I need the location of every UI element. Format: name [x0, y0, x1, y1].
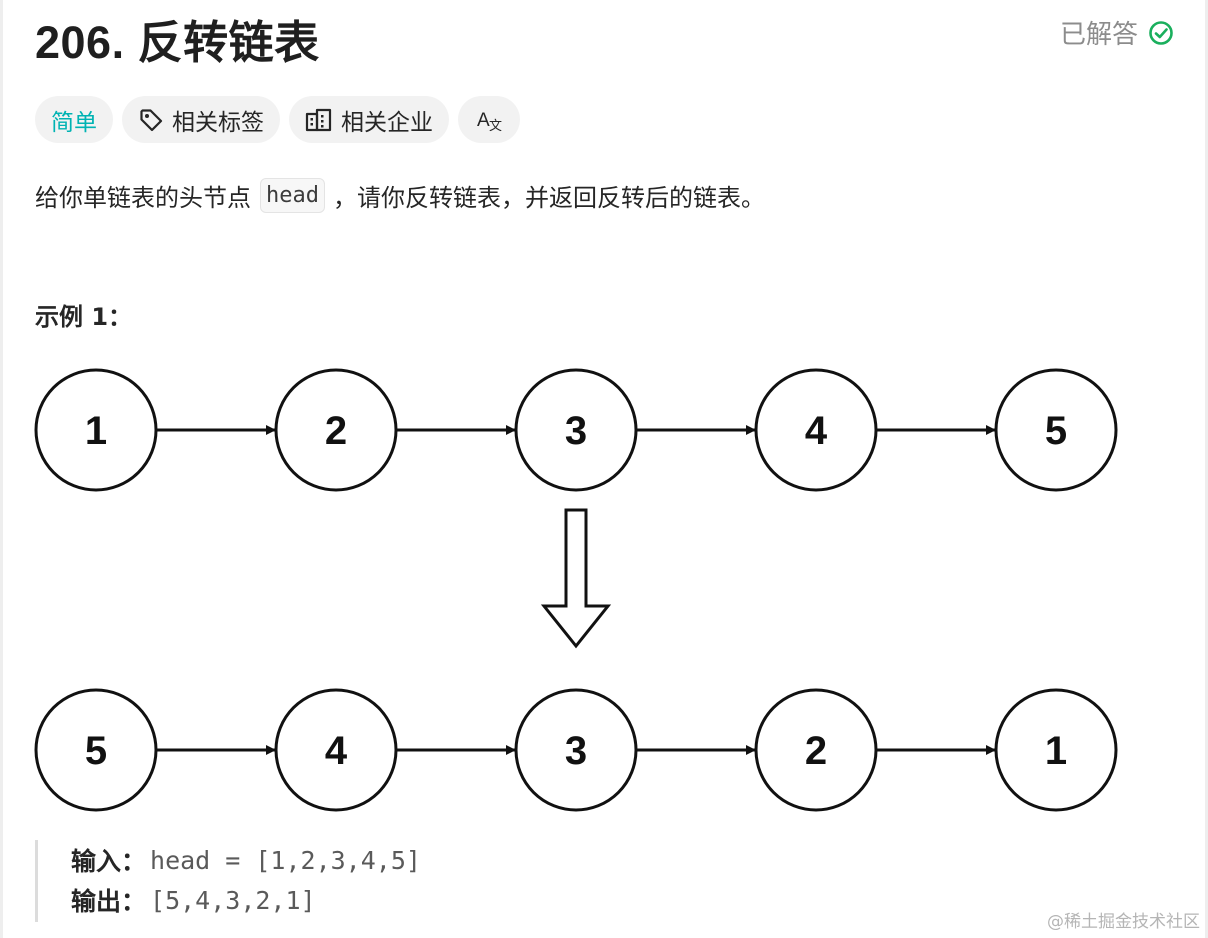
- before-node-4: 4: [754, 368, 878, 492]
- list-before-row: 1 2 3 4 5: [34, 368, 1118, 492]
- related-companies-label: 相关企业: [341, 109, 433, 136]
- before-node-1: 1: [34, 368, 158, 492]
- list-after-row: 5 4 3 2 1: [34, 688, 1118, 812]
- translate-button[interactable]: A 文: [458, 96, 520, 143]
- code-head: head: [260, 178, 325, 213]
- input-value: head = [1,2,3,4,5]: [150, 845, 421, 875]
- description-text-after: ，请你反转链表，并返回反转后的链表。: [332, 184, 765, 212]
- tag-icon: [138, 107, 164, 133]
- after-node-2: 4: [274, 688, 398, 812]
- node-value: 1: [85, 409, 107, 453]
- svg-text:文: 文: [489, 119, 502, 133]
- after-node-1: 5: [34, 688, 158, 812]
- node-value: 3: [565, 729, 587, 773]
- node-value: 2: [325, 409, 347, 453]
- example-title: 示例 1：: [35, 303, 133, 331]
- tag-bar: 简单 相关标签 相关企业 A 文: [35, 96, 520, 143]
- check-circle-icon: [1148, 20, 1174, 46]
- output-label: 输出：: [71, 887, 147, 916]
- building-icon: [305, 107, 333, 133]
- related-companies-button[interactable]: 相关企业: [289, 96, 449, 143]
- related-tags-button[interactable]: 相关标签: [122, 96, 280, 143]
- node-value: 5: [85, 729, 107, 773]
- solved-status: 已解答: [1060, 14, 1174, 51]
- difficulty-label: 简单: [51, 109, 97, 136]
- example-io: 输入： head = [1,2,3,4,5] 输出： [5,4,3,2,1]: [35, 840, 635, 922]
- translate-icon: A 文: [475, 107, 503, 133]
- after-node-3: 3: [514, 688, 638, 812]
- node-circle: [994, 368, 1118, 492]
- node-value: 5: [1045, 409, 1067, 453]
- node-value: 4: [325, 729, 348, 773]
- input-line: 输入： head = [1,2,3,4,5]: [71, 840, 635, 880]
- output-value: [5,4,3,2,1]: [150, 885, 316, 915]
- problem-description: 给你单链表的头节点 head ，请你反转链表，并返回反转后的链表。: [35, 178, 765, 213]
- output-line: 输出： [5,4,3,2,1]: [71, 880, 635, 920]
- watermark: @稀土掘金技术社区: [1047, 912, 1200, 932]
- node-value: 2: [805, 729, 827, 773]
- node-circle: [994, 688, 1118, 812]
- svg-text:A: A: [477, 110, 490, 131]
- linked-list-diagram: 1 2 3 4 5 5 4 3 2 1: [34, 368, 1118, 812]
- page-left-border: [0, 0, 3, 938]
- related-tags-label: 相关标签: [172, 109, 264, 136]
- description-text-before: 给你单链表的头节点: [35, 184, 251, 212]
- node-value: 3: [565, 409, 587, 453]
- input-label: 输入：: [71, 847, 147, 876]
- page-right-border: [1205, 0, 1208, 938]
- before-node-5: 5: [994, 368, 1118, 492]
- node-value: 1: [1045, 729, 1067, 773]
- difficulty-badge[interactable]: 简单: [35, 96, 113, 143]
- solved-label: 已解答: [1059, 20, 1138, 50]
- after-node-5: 1: [994, 688, 1118, 812]
- problem-title: 206. 反转链表: [35, 17, 320, 68]
- node-value: 4: [805, 409, 828, 453]
- after-node-4: 2: [754, 688, 878, 812]
- before-node-2: 2: [274, 368, 398, 492]
- before-node-3: 3: [514, 368, 638, 492]
- down-arrow-icon: [540, 508, 612, 649]
